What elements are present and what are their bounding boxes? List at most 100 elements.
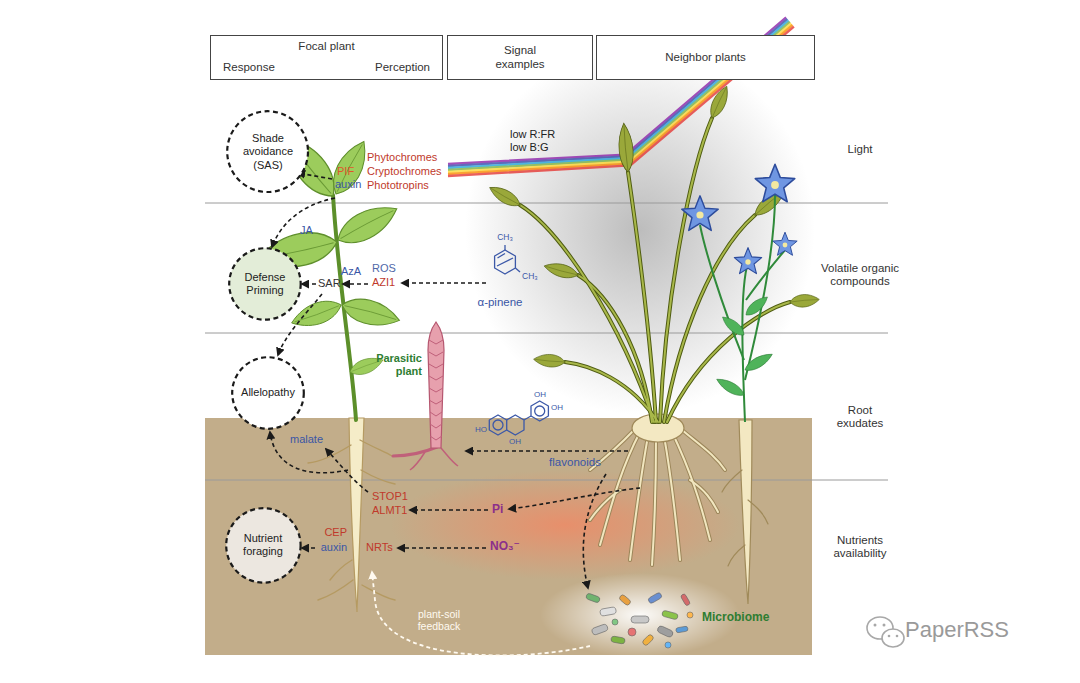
signal-arrow <box>302 283 316 285</box>
gene-label: ALMT1 <box>372 504 407 517</box>
neighbor-flower <box>682 196 718 231</box>
neighbor-grass <box>520 205 654 422</box>
gene-label: STOP1 <box>372 490 408 503</box>
microbe <box>647 592 662 604</box>
response-circle: Allelopathy <box>231 356 305 430</box>
signal-arrow <box>402 282 486 284</box>
feedback-label: plant-soil feedback <box>408 608 470 632</box>
signal-arrow <box>302 547 315 549</box>
parasitic-plant <box>393 447 437 456</box>
microbe <box>585 593 600 603</box>
microbe <box>642 634 655 647</box>
neighbor-grass <box>667 302 790 422</box>
microbe <box>628 628 636 636</box>
microbe <box>585 592 693 648</box>
neighbor-grass <box>520 205 654 422</box>
signal-arrow <box>410 509 488 511</box>
flavonoid-structure <box>535 406 545 416</box>
signal-arrow <box>270 432 348 473</box>
neighbor-grass <box>520 118 790 422</box>
alpha-pinene-structure <box>504 245 505 250</box>
signal-arrow <box>398 547 486 549</box>
flavonoid-structure <box>524 416 531 420</box>
signal-label: AzA <box>341 265 361 278</box>
parasitic-plant <box>393 322 458 470</box>
neighbor-flower <box>734 248 761 274</box>
atom-label: HO <box>475 425 487 434</box>
microbe <box>631 616 649 623</box>
neighbor-roots <box>652 438 656 565</box>
neighbor-flower <box>743 350 775 374</box>
row-divider <box>205 203 888 204</box>
watermark-icon <box>882 629 904 647</box>
neighbor-grass <box>667 302 790 422</box>
neighbor-roots <box>728 545 745 566</box>
neighbor-roots <box>664 436 680 560</box>
neighbor-grass <box>487 182 524 210</box>
flavonoid-structure <box>531 401 548 421</box>
organism-label: Microbiome <box>702 611 769 625</box>
neighbor-grass <box>789 293 819 308</box>
row-label: Root exudates <box>828 404 892 430</box>
circle-text: Nutrient foraging <box>233 532 292 558</box>
focal-plant <box>360 440 392 456</box>
text-row: ResponsePerception <box>223 61 430 75</box>
watermark-icon <box>888 635 891 638</box>
neighbor-grass <box>660 118 712 422</box>
neighbor-roots <box>722 470 742 492</box>
focal-plant <box>330 560 352 580</box>
microbe <box>661 610 678 620</box>
signal-label: low B:G <box>510 141 549 154</box>
hormone-label: JA <box>300 224 313 237</box>
neighbor-grass <box>706 84 732 121</box>
dashed-circle <box>228 112 309 193</box>
neighbor-grass <box>664 215 755 422</box>
alpha-pinene-structure <box>515 268 520 272</box>
parasitic-plant <box>428 322 444 448</box>
organism-label: Parasitic plant <box>364 352 422 377</box>
text-row: Focal plant <box>223 40 430 54</box>
microbe <box>680 593 690 606</box>
focal-plant <box>362 585 395 600</box>
microbe <box>656 625 673 638</box>
neighbor-roots <box>748 500 768 524</box>
circle-text: Allelopathy <box>241 386 295 399</box>
neighbor-grass <box>520 118 790 422</box>
signal-label: ROS <box>372 262 396 275</box>
neighbor-grass <box>664 215 755 422</box>
watermark: PaperRSS <box>905 617 1009 642</box>
neighbor-grass <box>660 118 712 422</box>
canopy-shadow <box>465 45 815 415</box>
microbe <box>676 626 689 633</box>
flavonoid-structure <box>493 420 503 430</box>
signal-label: low R:FR <box>510 128 555 141</box>
atom-label: CH₃ <box>522 272 538 282</box>
response-circle: Defense Priming <box>228 247 302 321</box>
neighbor-flower <box>682 164 797 422</box>
circle-text: Shade avoidance (SAS) <box>238 132 297 172</box>
neighbor-roots <box>682 430 725 470</box>
signal-arrow <box>272 198 335 247</box>
circle-text: Defense Priming <box>237 271 293 297</box>
watermark-icon <box>867 617 904 647</box>
gene-label: NRTs <box>366 541 393 554</box>
neighbor-roots <box>630 436 648 560</box>
flavonoid-structure <box>489 401 548 435</box>
neighbor-roots <box>664 436 680 560</box>
flavonoid-structure <box>507 415 524 435</box>
pathway-label: SAR <box>318 277 341 290</box>
signal-arrow <box>466 450 628 452</box>
atom-label: OH <box>551 403 563 412</box>
atom-label: CH₃ <box>497 233 513 243</box>
header-box: Focal plantResponsePerception <box>210 35 443 80</box>
header-text: Perception <box>375 61 430 75</box>
neighbor-roots <box>652 438 656 565</box>
focal-plant <box>332 197 403 252</box>
compound-name: α-pinene <box>477 296 522 309</box>
text-row: Neighbor plants <box>609 51 802 65</box>
row-divider <box>205 333 888 334</box>
dashed-circle <box>232 357 304 429</box>
